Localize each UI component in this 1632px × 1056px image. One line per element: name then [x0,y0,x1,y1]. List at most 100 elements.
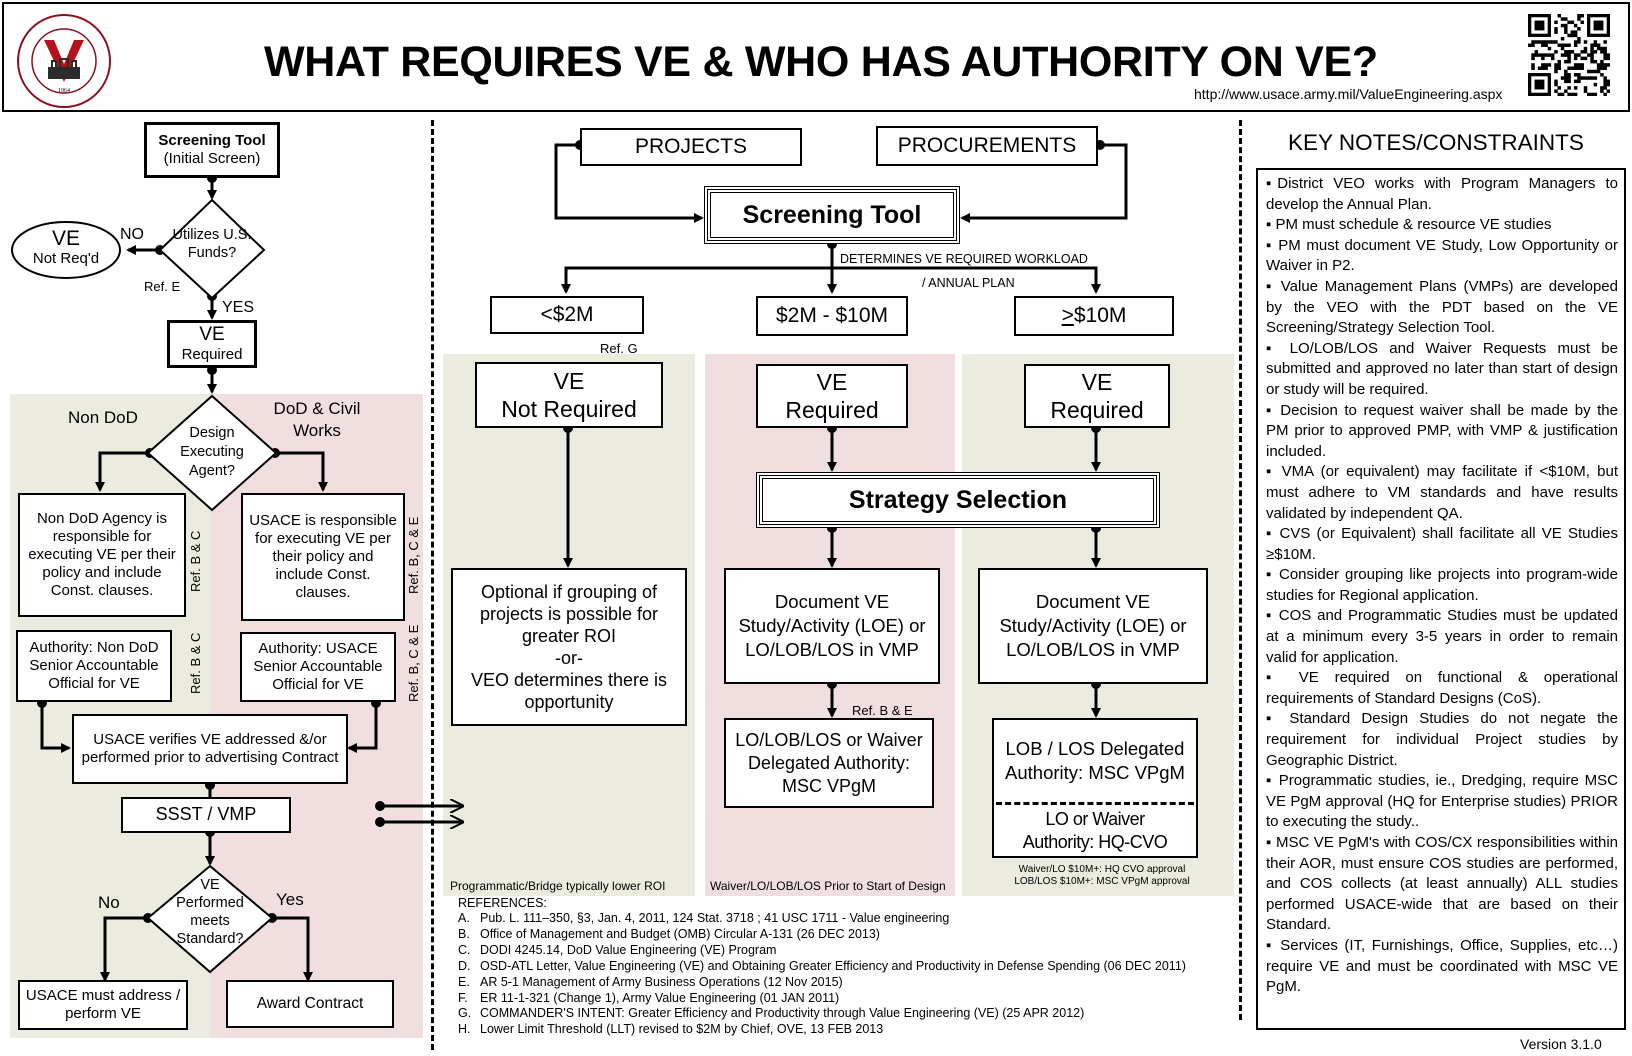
veo-determines-text: VEO determines there is opportunity [470,670,668,712]
reference-text: DODI 4245.14, DoD Value Engineering (VE)… [480,942,777,957]
delegated-mid-text: LO/LOB/LOS or Waiver Delegated Authority… [735,729,923,796]
ve-not-reqd-line2: Not Req'd [32,250,100,267]
ref-g-label: Ref. G [600,341,638,356]
authority-non-dod-text: Authority: Non DoD Senior Accountable Of… [29,639,159,692]
strategy-selection-text: Strategy Selection [848,486,1068,514]
separator-left [431,120,434,1050]
lo-waiver-high-text: LO or Waiver Authority: HQ-CVO [1022,809,1168,852]
ve-required-high-box[interactable]: VE Required [1024,364,1170,428]
document-mid-box[interactable]: Document VE Study/Activity (LOE) or LO/L… [724,568,940,684]
ve-not-required-box[interactable]: VE Not Required [475,362,663,428]
ref-e-label: Ref. E [144,279,181,294]
reference-letter: G. [458,1006,472,1021]
connector-performed-no [100,916,148,982]
dod-heading: DoD & Civil Works [273,399,361,440]
key-note-item: ▪ VMA (or equivalent) may facilitate if … [1266,463,1618,522]
ref-bc-label-2: Ref. B & C [188,632,203,694]
screening-tool-text: Screening Tool [742,201,922,229]
delegated-high-box[interactable]: LOB / LOS Delegated Authority: MSC VPgM … [992,718,1198,858]
reference-text: COMMANDER'S INTENT: Greater Efficiency a… [480,1006,1085,1021]
ve-website-link[interactable]: http://www.usace.army.mil/ValueEngineeri… [1194,86,1503,102]
key-note-item: ▪ PM must document VE Study, Low Opportu… [1266,236,1618,275]
ve-required-box[interactable]: VE Required [167,320,257,368]
ref-bc-label-1: Ref. B & C [188,530,203,592]
screening-initial-box[interactable]: Screening Tool (Initial Screen) [144,122,280,178]
usace-must-text: USACE must address / perform VE [25,987,181,1022]
key-note-item: ▪ Value Management Plans (VMPs) are deve… [1266,277,1618,337]
reference-item: B. Office of Management and Budget (OMB) … [458,927,1186,943]
strategy-selection-box[interactable]: Strategy Selection [756,472,1160,528]
usace-must-box[interactable]: USACE must address / perform VE [18,980,188,1030]
reference-item: H.Lower Limit Threshold (LLT) revised to… [458,1022,1186,1038]
ssst-vmp-box[interactable]: SSST / VMP [121,797,291,833]
tier-low-box[interactable]: <$2M [490,296,644,334]
key-note-item: ▪ Services (IT, Furnishings, Office, Sup… [1266,936,1618,996]
reference-item: F.ER 11-1-321 (Change 1), Army Value Eng… [458,991,1186,1007]
document-mid-text: Document VE Study/Activity (LOE) or LO/L… [738,591,926,660]
key-note-item: ▪ Standard Design Studies do not negate … [1266,710,1618,769]
reference-letter: A. [458,911,470,925]
ve-required-mid-line1: VE [816,369,848,395]
projects-box[interactable]: PROJECTS [580,128,802,166]
caption-high: Waiver/LO $10M+: HQ CVO approval LOB/LOS… [984,864,1220,888]
ref-be-label: Ref. B & E [852,703,913,718]
reference-text: Office of Management and Budget (OMB) Ci… [480,926,880,941]
utilizes-funds-text: Utilizes U.S. Funds? [172,227,252,261]
tier-high-prefix: > [1061,304,1074,328]
connector-procurements-screening [960,143,1128,223]
delegated-high-text: LOB / LOS Delegated Authority: MSC VPgM [1005,738,1185,783]
tier-high-box[interactable]: >$10M [1014,296,1174,336]
ref-bce-label-1: Ref. B, C & E [406,516,421,594]
design-agent-text: Design Executing Agent? [180,425,244,479]
key-note-item: ▪ CVS (or Equivalent) shall facilitate a… [1266,525,1618,563]
usace-verifies-box[interactable]: USACE verifies VE addressed &/or perform… [72,714,348,784]
optional-grouping-text: Optional if grouping of projects is poss… [479,582,659,646]
reference-item: E.AR 5-1 Management of Army Business Ope… [458,975,1186,991]
header-frame [2,2,1630,112]
authority-non-dod-box[interactable]: Authority: Non DoD Senior Accountable Of… [16,630,172,702]
ve-not-required-line1: VE [553,368,585,394]
reference-letter: F. [458,990,468,1005]
reference-text: Pub. L. 111–350, §3, Jan. 4, 2011, 124 S… [480,911,950,925]
usace-responsible-box[interactable]: USACE is responsible for executing VE pe… [241,493,405,621]
screening-initial-subtitle: (Initial Screen) [163,150,261,167]
key-note-item: ▪District VEO works with Program Manager… [1266,175,1618,213]
screening-initial-title: Screening Tool [158,132,266,149]
reference-text: Lower Limit Threshold (LLT) revised to $… [480,1022,884,1037]
annual-plan-label: / ANNUAL PLAN [922,276,1015,290]
tier-mid-box[interactable]: $2M - $10M [756,296,908,336]
key-note-item: ▪ PM must schedule & resource VE studies [1266,216,1552,234]
usace-logo: 1964 [14,12,114,110]
connector-performed-yes [272,916,313,982]
optional-grouping-box[interactable]: Optional if grouping of projects is poss… [451,568,687,726]
performed-standard-diamond [146,864,274,974]
non-dod-heading: Non DoD [68,408,138,427]
references-block: REFERENCES: A.Pub. L. 111–350, §3, Jan. … [458,896,1186,1038]
qr-code[interactable] [1528,14,1611,97]
delegated-mid-box[interactable]: LO/LOB/LOS or Waiver Delegated Authority… [724,718,934,808]
reference-item: G. COMMANDER'S INTENT: Greater Efficiency… [458,1006,1186,1022]
separator-right [1239,120,1242,1020]
authority-usace-box[interactable]: Authority: USACE Senior Accountable Offi… [240,632,396,702]
page-title: WHAT REQUIRES VE & WHO HAS AUTHORITY ON … [264,38,1378,86]
key-notes-box: ▪District VEO works with Program Manager… [1256,168,1626,1030]
document-high-box[interactable]: Document VE Study/Activity (LOE) or LO/L… [978,568,1208,684]
reference-letter: B. [458,926,470,941]
usace-responsible-text: USACE is responsible for executing VE pe… [249,512,397,601]
yes-label: YES [222,299,255,316]
procurements-box[interactable]: PROCUREMENTS [876,126,1098,166]
or-text: -or- [555,648,583,668]
non-dod-agency-box[interactable]: Non DoD Agency is responsible for execut… [18,493,186,617]
connector-design-nondod [95,451,150,492]
caption-high-1: Waiver/LO $10M+: HQ CVO approval [1018,864,1186,875]
ve-required-mid-box[interactable]: VE Required [756,364,908,428]
ve-not-reqd-text: VE Not Req'd [14,228,118,268]
tier-low-text: <$2M [540,303,594,327]
reference-letter: C. [458,942,471,957]
award-contract-box[interactable]: Award Contract [226,980,394,1028]
key-note-item: ▪ COS and Programmatic Studies must be u… [1266,607,1618,666]
key-note-item: ▪ LO/LOB/LOS and Waiver Requests must be… [1266,339,1618,398]
screening-tool-box[interactable]: Screening Tool [704,186,960,244]
key-notes-heading: KEY NOTES/CONSTRAINTS [1288,130,1584,155]
